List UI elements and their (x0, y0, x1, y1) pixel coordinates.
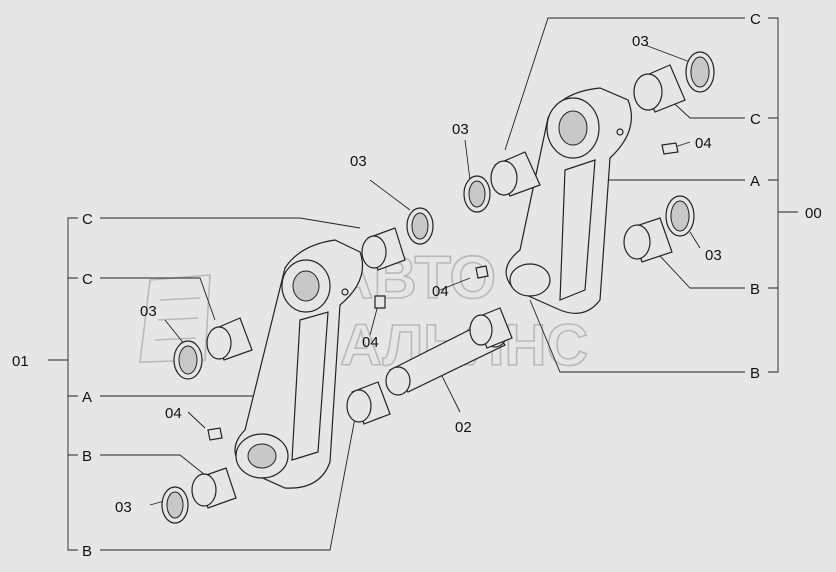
bushing-right-mid (469, 307, 513, 349)
bushing-b-right (623, 217, 673, 263)
label-pin-02: 02 (455, 419, 472, 436)
link-arm-left (234, 239, 364, 489)
seals (161, 51, 715, 524)
watermark-logo (139, 274, 211, 363)
bushing-c-top (633, 64, 686, 113)
right-arm-grease-port (616, 128, 624, 136)
label-link-a: A (750, 173, 760, 190)
label-assembly-01: 01 (12, 353, 29, 370)
label-seal-03: 03 (115, 499, 132, 516)
link-arm-right (505, 87, 632, 314)
assembly-bracket-left (48, 217, 78, 551)
label-bushing-b: B (82, 543, 92, 560)
label-seal-03: 03 (350, 153, 367, 170)
label-grease-04: 04 (165, 405, 182, 422)
label-grease-04: 04 (362, 334, 379, 351)
label-seal-03: 03 (452, 121, 469, 138)
label-grease-04: 04 (695, 135, 712, 152)
label-assembly-00: 00 (805, 205, 822, 222)
label-bushing-c: C (750, 111, 761, 128)
label-bushing-c: C (82, 271, 93, 288)
label-bushing-b: B (750, 365, 760, 382)
assembly-bracket-right (768, 17, 798, 373)
label-grease-04: 04 (432, 283, 449, 300)
label-bushing-c: C (82, 211, 93, 228)
bushing-b-mid (346, 381, 391, 425)
grease-fittings (207, 142, 679, 441)
bushing-c-left (206, 317, 253, 361)
label-bushing-b: B (82, 448, 92, 465)
label-link-a: A (82, 389, 92, 406)
callout-labels: 01 00 02 03 03 03 03 03 03 04 04 04 04 C… (12, 11, 822, 560)
bushing-b-bottom (191, 467, 237, 509)
label-seal-03: 03 (705, 247, 722, 264)
label-bushing-b: B (750, 281, 760, 298)
bushing-c-left-top (361, 227, 406, 271)
label-seal-03: 03 (140, 303, 157, 320)
label-seal-03: 03 (632, 33, 649, 50)
bushings (191, 64, 686, 509)
label-bushing-c: C (750, 11, 761, 28)
leader-lines (100, 17, 745, 551)
left-arm-grease-port (341, 288, 349, 296)
bushing-c-upper (490, 151, 541, 197)
